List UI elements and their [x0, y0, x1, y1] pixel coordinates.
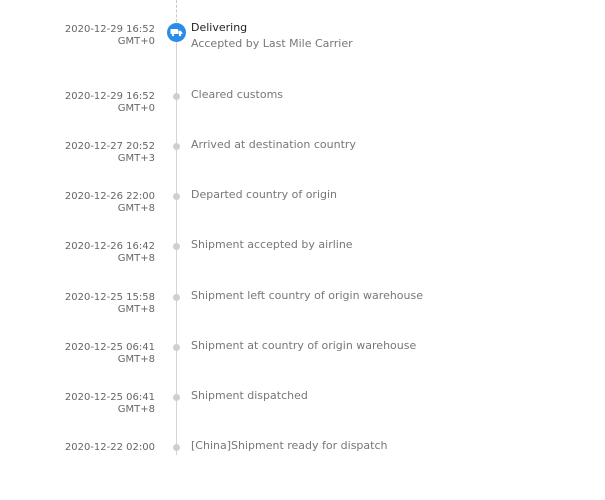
event-date: 2020-12-25 06:41 [64, 392, 155, 403]
event-date: 2020-12-27 20:52 [64, 141, 155, 152]
event-description: Cleared customs [191, 88, 284, 101]
event-timezone: GMT+0 [117, 36, 155, 47]
event-description: Arrived at destination country [191, 138, 356, 151]
timeline-event: 2020-12-22 02:00 [China]Shipment ready f… [0, 439, 605, 482]
event-timestamp: 2020-12-26 22:00 GMT+8 [65, 191, 155, 215]
timeline-event: 2020-12-26 16:42 GMT+8 Shipment accepted… [0, 238, 605, 281]
event-timezone: GMT+8 [117, 404, 155, 415]
timeline-event: 2020-12-29 16:52 GMT+0 Cleared customs [0, 88, 605, 131]
event-description: Shipment accepted by airline [191, 238, 353, 251]
event-timestamp: 2020-12-27 20:52 GMT+3 [65, 141, 155, 165]
event-timestamp: 2020-12-29 16:52 GMT+0 [65, 24, 155, 48]
event-date: 2020-12-22 02:00 [64, 442, 155, 453]
event-timezone: GMT+3 [117, 153, 155, 164]
event-date: 2020-12-26 22:00 [64, 191, 155, 202]
event-timezone: GMT+8 [117, 304, 155, 315]
event-detail: Accepted by Last Mile Carrier [191, 37, 353, 50]
timeline-event: 2020-12-27 20:52 GMT+3 Arrived at destin… [0, 138, 605, 181]
event-description: Shipment left country of origin warehous… [191, 289, 424, 302]
event-date: 2020-12-29 16:52 [64, 91, 155, 102]
timeline-event: 2020-12-25 15:58 GMT+8 Shipment left cou… [0, 289, 605, 332]
event-date: 2020-12-29 16:52 [64, 24, 155, 35]
event-timestamp: 2020-12-25 06:41 GMT+8 [65, 342, 155, 366]
event-date: 2020-12-25 15:58 [64, 292, 155, 303]
event-description: Shipment dispatched [191, 389, 308, 402]
event-timestamp: 2020-12-22 02:00 [65, 442, 155, 454]
timeline-event-current: 2020-12-29 16:52 GMT+0 Delivering Accept… [0, 21, 605, 64]
event-timezone: GMT+8 [117, 354, 155, 365]
event-timestamp: 2020-12-29 16:52 GMT+0 [65, 91, 155, 115]
event-timezone: GMT+8 [117, 203, 155, 214]
timeline-dot [173, 294, 180, 301]
event-date: 2020-12-25 06:41 [64, 342, 155, 353]
event-timezone: GMT+8 [117, 253, 155, 264]
event-timestamp: 2020-12-25 06:41 GMT+8 [65, 392, 155, 416]
event-description: [China]Shipment ready for dispatch [191, 439, 388, 452]
timeline-event: 2020-12-25 06:41 GMT+8 Shipment at count… [0, 339, 605, 382]
timeline-dot [173, 93, 180, 100]
timeline-dot [173, 193, 180, 200]
event-timestamp: 2020-12-26 16:42 GMT+8 [65, 241, 155, 265]
timeline-connector-dashed [176, 0, 177, 22]
event-description: Departed country of origin [191, 188, 338, 201]
event-timestamp: 2020-12-25 15:58 GMT+8 [65, 292, 155, 316]
event-description: Shipment at country of origin warehouse [191, 339, 417, 352]
timeline-dot [173, 143, 180, 150]
event-timezone: GMT+0 [117, 103, 155, 114]
truck-icon [167, 23, 186, 42]
timeline-event: 2020-12-25 06:41 GMT+8 Shipment dispatch… [0, 389, 605, 432]
timeline-event: 2020-12-26 22:00 GMT+8 Departed country … [0, 188, 605, 231]
event-description: Delivering Accepted by Last Mile Carrier [191, 20, 353, 52]
timeline-dot [173, 243, 180, 250]
timeline-dot [173, 344, 180, 351]
event-date: 2020-12-26 16:42 [64, 241, 155, 252]
event-status: Delivering [191, 21, 248, 34]
timeline-dot [173, 394, 180, 401]
timeline-dot [173, 444, 180, 451]
